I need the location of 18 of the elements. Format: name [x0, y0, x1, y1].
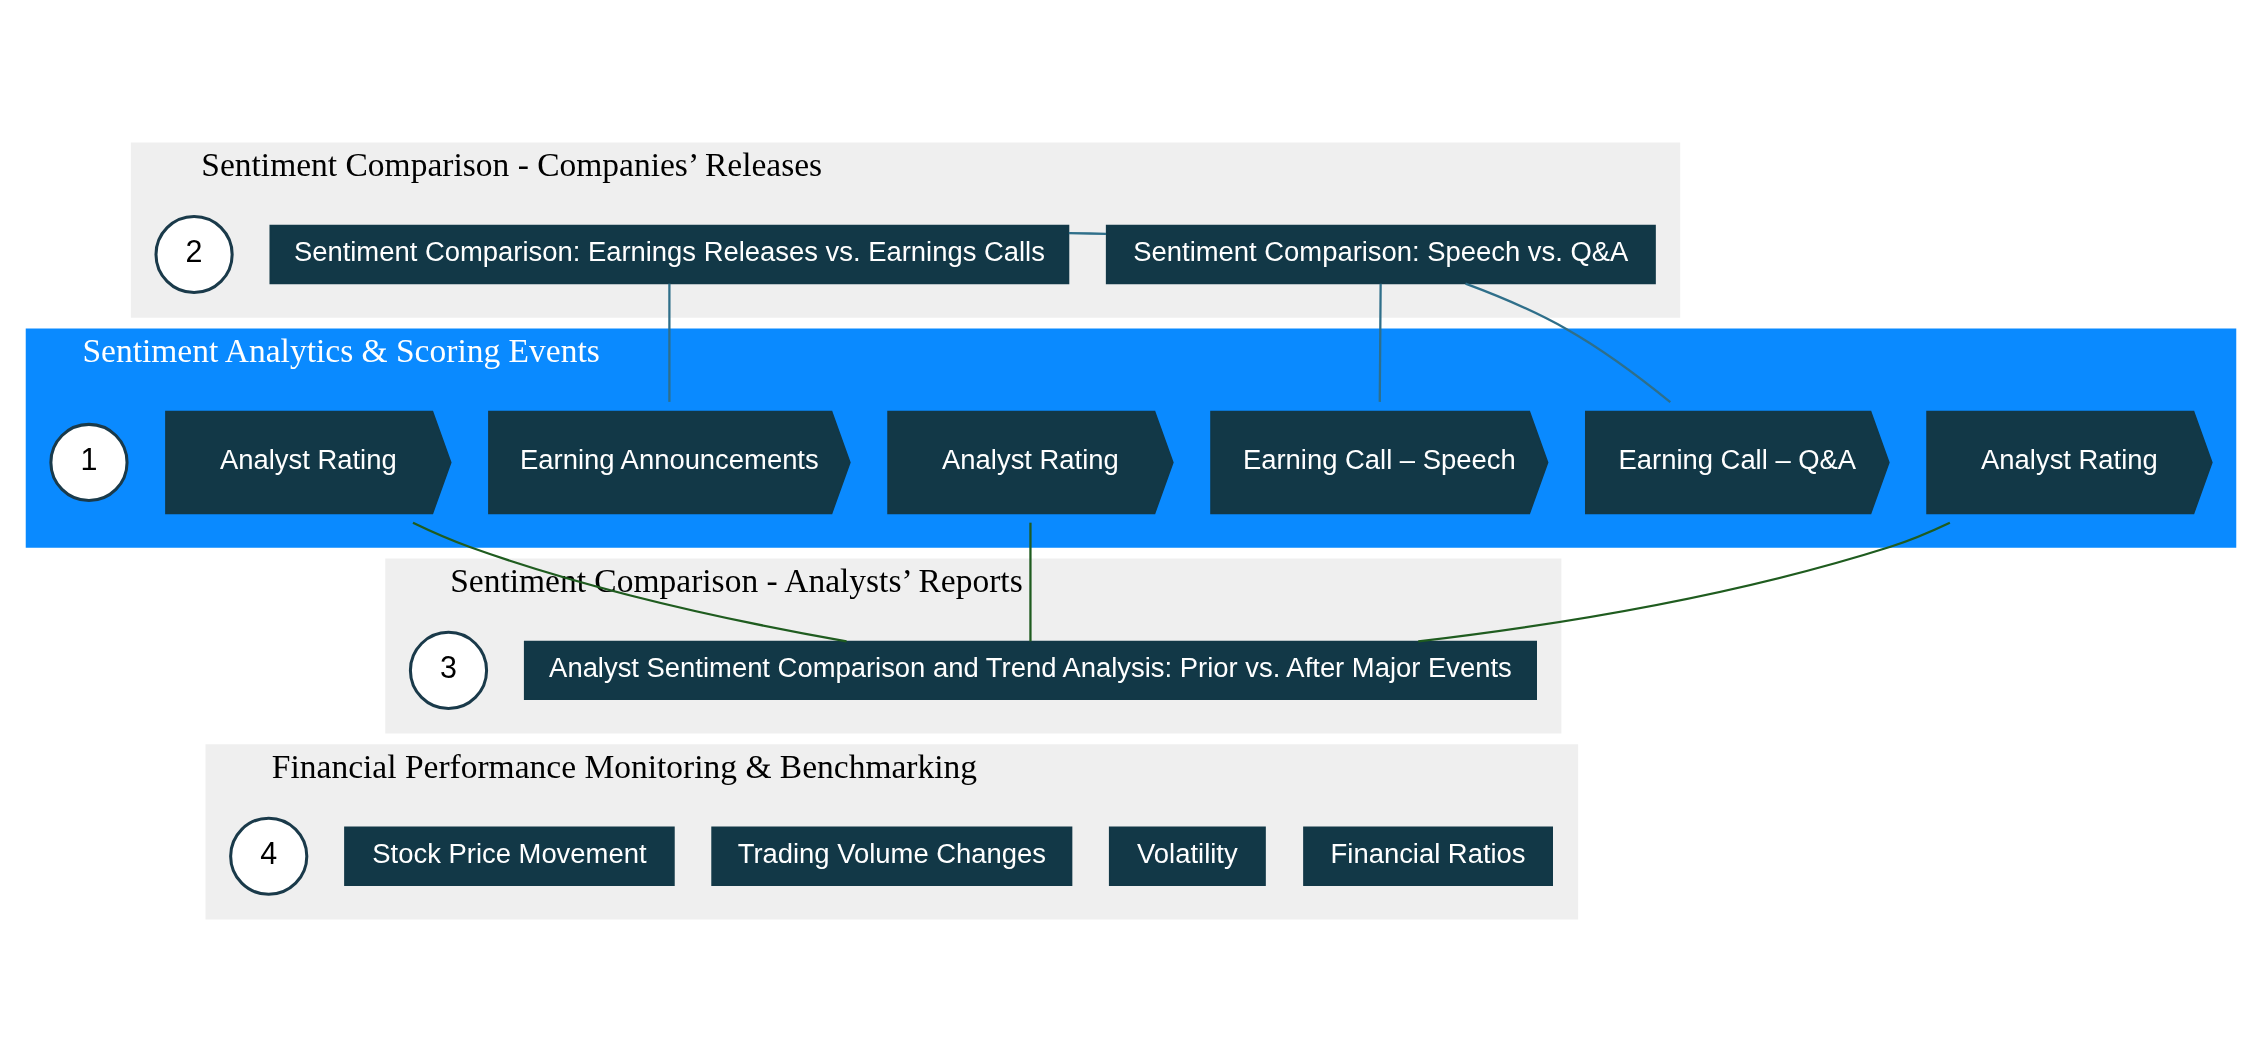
node-circle: 3	[408, 630, 489, 710]
node-box: Sentiment Comparison: Earnings Releases vs. Earnings Calls	[269, 224, 1070, 284]
node-box: Stock Price Movement	[344, 826, 675, 886]
node-box: Financial Ratios	[1303, 826, 1553, 886]
node-box: Volatility	[1108, 826, 1266, 886]
node-box: Analyst Sentiment Comparison and Trend Analysis: Prior vs. After Major Events	[523, 640, 1537, 700]
node-circle: 2	[154, 214, 234, 294]
node-circle: 4	[229, 816, 309, 896]
connector	[668, 283, 671, 402]
node-box: Sentiment Comparison: Speech vs. Q&A	[1105, 224, 1656, 284]
node-circle: 1	[49, 422, 129, 502]
node-box: Trading Volume Changes	[711, 826, 1073, 886]
connector	[1418, 521, 1951, 643]
connector	[1068, 231, 1107, 235]
connector	[1378, 283, 1382, 402]
connector	[1029, 522, 1032, 641]
connector	[1465, 282, 1672, 403]
connector	[412, 521, 847, 642]
